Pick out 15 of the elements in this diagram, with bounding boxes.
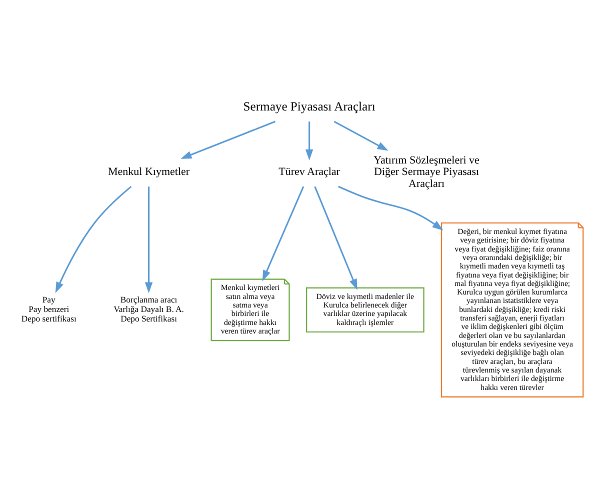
arrow (338, 186, 444, 231)
arrow (144, 186, 153, 294)
arrow (334, 120, 388, 151)
arrow (314, 186, 358, 290)
node-text: Yatırım Sözleşmeleri ve Diğer Sermaye Piyasası Araçları (374, 154, 480, 190)
arrow (55, 186, 132, 294)
node-text: Pay Pay benzeri Depo sertifikası (21, 294, 76, 324)
arrow (305, 122, 314, 160)
node-text: Türev Araçlar (278, 166, 340, 178)
node-text: Borçlanma aracı Varlığa Dayalı B. A. Depo Sertifikası (114, 294, 184, 324)
node-text: Sermaye Piyasası Araçları (243, 99, 376, 114)
node-box: Döviz ve kıymetli madenler ile Kurulca belirlenecek diğer varlıklar üzerine yapılacak kaldıraçlı işlemler (306, 287, 424, 333)
arrow (262, 186, 304, 282)
arrow (180, 120, 276, 159)
node-text: Menkul Kıymetler (108, 166, 190, 178)
